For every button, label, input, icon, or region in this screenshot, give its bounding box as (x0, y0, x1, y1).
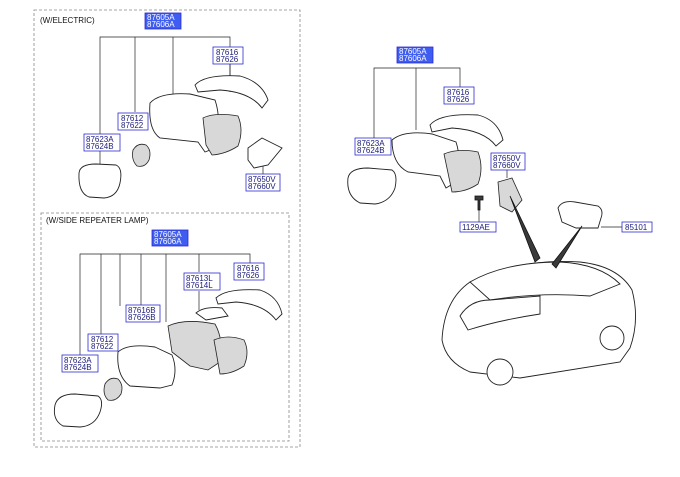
label-box (61, 354, 99, 373)
part-number-label[interactable]: 87616 (447, 88, 470, 97)
mirror-cover-part (215, 289, 283, 321)
mirror-inner-housing-part (167, 321, 222, 371)
callout-arrow (509, 195, 541, 263)
car-roof-part (469, 261, 621, 301)
mirror-base-part (213, 336, 248, 375)
part-number-label[interactable]: 87622 (91, 342, 114, 351)
label-box (396, 46, 434, 64)
part-number-label[interactable]: 87606A (154, 237, 182, 246)
part-number-label[interactable]: 87614L (186, 281, 213, 290)
top-left-group: 87605A 87606A 87616 87626 87612 87622 87… (78, 12, 283, 199)
label-box (354, 137, 392, 156)
part-number-label[interactable]: 87623A (86, 135, 114, 144)
label-box (144, 12, 182, 30)
mirror-base-part (202, 114, 242, 156)
part-number-label[interactable]: 87650V (493, 154, 521, 163)
part-number-label[interactable]: 87616 (216, 48, 239, 57)
part-number-label[interactable]: 87623A (357, 139, 385, 148)
mounting-screw-part (474, 195, 484, 211)
part-number-label[interactable]: 1129AE (462, 223, 490, 232)
car-wheel-part (599, 325, 625, 351)
part-number-label[interactable]: 87616B (128, 306, 156, 315)
label-box (459, 221, 497, 233)
repeater-subframe (40, 212, 290, 442)
label-box (245, 173, 281, 192)
label-box (83, 133, 121, 152)
label-box (443, 86, 475, 105)
part-number-label[interactable]: 87626 (237, 271, 260, 280)
part-number-label[interactable]: 87605A (399, 47, 427, 56)
part-number-label[interactable]: 87626 (216, 55, 239, 64)
actuator-motor-part (132, 143, 151, 167)
right-group: 87605A 87606A 87616 87626 87623A 87624B … (347, 46, 653, 386)
part-number-label[interactable]: 87660V (493, 161, 521, 170)
label-box (117, 112, 149, 131)
part-number-label[interactable]: 87616 (237, 264, 260, 273)
base-cap-part (247, 137, 283, 169)
part-number-label[interactable]: 87624B (86, 142, 114, 151)
label-box (212, 46, 244, 65)
part-number-label[interactable]: 87606A (147, 20, 175, 29)
part-number-label[interactable]: 87612 (91, 335, 114, 344)
part-number-label[interactable]: 87605A (147, 13, 175, 22)
mirror-base-part (443, 150, 482, 193)
part-number-label[interactable]: 87626 (447, 95, 470, 104)
label-box (87, 333, 119, 352)
label-box (183, 272, 221, 291)
section-title-repeater: (W/SIDE REPEATER LAMP) (46, 216, 149, 225)
section-title-electric: (W/ELECTRIC) (40, 16, 95, 25)
part-number-label[interactable]: 87612 (121, 114, 144, 123)
part-number-label[interactable]: 87624B (357, 146, 385, 155)
bottom-left-group: 87605A 87606A 87613L 87614L 87616 87626 … (53, 229, 283, 428)
label-box (233, 262, 265, 281)
mirror-cover-part (429, 114, 504, 147)
car-rear-window-part (459, 295, 541, 331)
label-box (621, 221, 653, 233)
leader-line (373, 67, 461, 138)
part-number-label[interactable]: 87606A (399, 54, 427, 63)
mirror-glass-part (78, 163, 122, 199)
part-number-label[interactable]: 87622 (121, 121, 144, 130)
part-number-label[interactable]: 87624B (64, 363, 92, 372)
part-number-label[interactable]: 87605A (154, 230, 182, 239)
inside-rearview-mirror-part (557, 201, 603, 229)
callout-arrow (551, 225, 583, 269)
part-number-label[interactable]: 87650V (248, 175, 276, 184)
mirror-cover-part (194, 75, 269, 109)
part-number-label[interactable]: 87623A (64, 356, 92, 365)
mirror-glass-part (347, 167, 397, 205)
label-box (490, 152, 526, 171)
repeater-lamp-part (195, 307, 229, 321)
actuator-motor-part (103, 377, 123, 401)
left-panel-frame (33, 9, 301, 448)
label-box (125, 304, 161, 323)
part-number-label[interactable]: 85101 (625, 223, 648, 232)
base-cap-part (497, 177, 523, 213)
part-number-label[interactable]: 87626B (128, 313, 156, 322)
part-number-label[interactable]: 87660V (248, 182, 276, 191)
car-wheel-part (486, 358, 514, 386)
mirror-glass-part (53, 393, 103, 428)
mirror-housing-part (117, 345, 176, 389)
label-box (151, 229, 189, 247)
part-number-label[interactable]: 87613L (186, 274, 213, 283)
